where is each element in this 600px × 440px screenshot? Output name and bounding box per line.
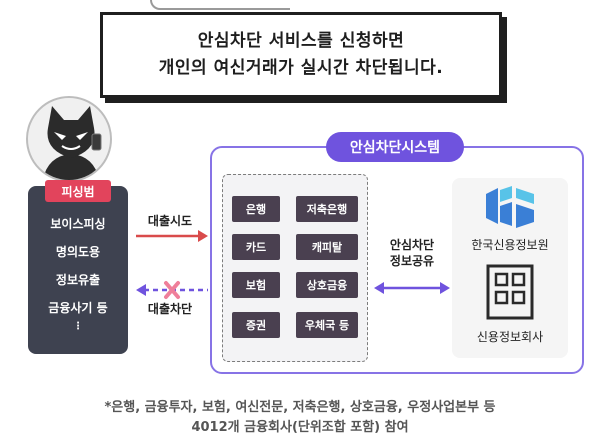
institution-chip: 카드 bbox=[232, 234, 280, 260]
system-title: 안심차단시스템 bbox=[326, 132, 464, 162]
bidirectional-arrow-icon bbox=[374, 282, 450, 294]
masked-cat-icon bbox=[42, 106, 102, 180]
institution-chip: 상호금융 bbox=[296, 272, 358, 298]
info-share-line-2: 정보공유 bbox=[389, 254, 435, 268]
loan-attempt-arrow-icon bbox=[136, 230, 208, 242]
more-dots-icon: ⋮ bbox=[73, 321, 83, 332]
building-icon bbox=[486, 264, 534, 320]
phisher-title: 피싱범 bbox=[45, 180, 111, 202]
phisher-item: 금융사기 등 bbox=[48, 301, 108, 315]
headline-line-2: 개인의 여신거래가 실시간 차단됩니다. bbox=[158, 58, 444, 78]
credit-company-label: 신용정보회사 bbox=[476, 330, 544, 344]
loan-block-label: 대출차단 bbox=[147, 302, 193, 316]
phisher-item-list: 보이스피싱 명의도용 정보유출 금융사기 등 bbox=[28, 210, 128, 322]
phisher-avatar bbox=[26, 96, 112, 182]
loan-block-arrow-icon bbox=[136, 281, 208, 299]
phisher-item: 정보유출 bbox=[55, 273, 101, 287]
footnote-line-2: 4012개 금융회사(단위조합 포함) 참여 bbox=[191, 420, 409, 435]
kcis-label: 한국신용정보원 bbox=[471, 238, 549, 252]
institution-chip: 저축은행 bbox=[296, 196, 358, 222]
phisher-item: 명의도용 bbox=[55, 245, 101, 259]
kcis-logo-icon bbox=[486, 186, 534, 228]
phisher-panel bbox=[28, 186, 128, 354]
institution-chip: 보험 bbox=[232, 272, 280, 298]
info-share-label: 안심차단 정보공유 bbox=[372, 237, 452, 269]
institution-chip: 증권 bbox=[232, 312, 280, 338]
block-x-icon bbox=[164, 281, 180, 299]
headline-line-1: 안심차단 서비스를 신청하면 bbox=[197, 31, 405, 51]
decorative-sketch-line bbox=[150, 0, 290, 10]
loan-attempt-label: 대출시도 bbox=[147, 214, 193, 228]
footnote: *은행, 금융투자, 보험, 여신전문, 저축은행, 상호금융, 우정사업본부 … bbox=[0, 398, 600, 438]
footnote-line-1: *은행, 금융투자, 보험, 여신전문, 저축은행, 상호금융, 우정사업본부 … bbox=[104, 400, 496, 415]
info-share-line-1: 안심차단 bbox=[389, 238, 435, 252]
institution-chip: 은행 bbox=[232, 196, 280, 222]
institution-chip: 캐피탈 bbox=[296, 234, 358, 260]
phisher-item: 보이스피싱 bbox=[50, 217, 106, 231]
institution-chip: 우체국 등 bbox=[296, 312, 358, 338]
headline-banner: 안심차단 서비스를 신청하면 개인의 여신거래가 실시간 차단됩니다. bbox=[100, 12, 502, 98]
